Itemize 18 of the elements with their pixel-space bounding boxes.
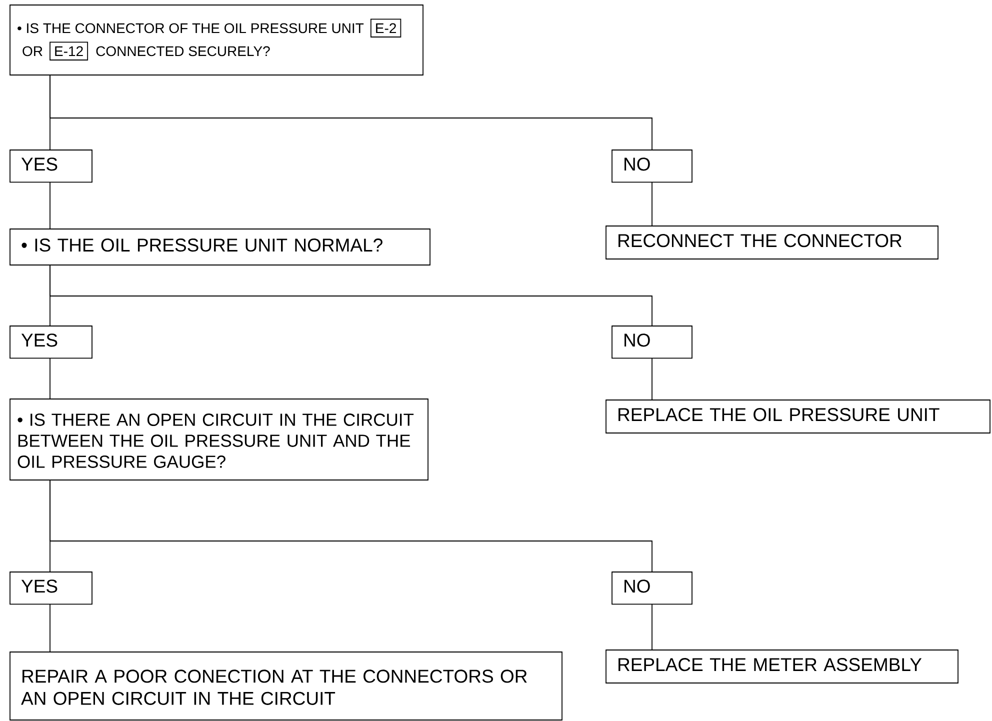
action-box: REPAIR A POOR CONECTION AT THE CONNECTORS OR AN OPEN CIRCUIT IN THE CIRCUIT xyxy=(10,652,562,720)
answer-box: YES xyxy=(10,326,92,359)
answer-box: YES xyxy=(10,572,92,605)
answer-box: YES xyxy=(10,150,92,183)
connector-line xyxy=(50,74,652,150)
connector-line xyxy=(50,480,652,572)
action-box: REPLACE THE OIL PRESSURE UNIT xyxy=(606,400,990,434)
answer-box: NO xyxy=(612,326,692,359)
question-box: • IS THERE AN OPEN CIRCUIT IN THE CIRCUIT BETWEEN THE OIL PRESSURE UNIT AND THE OIL PRESSURE GAUGE? xyxy=(10,398,428,480)
answer-box: NO xyxy=(612,572,692,605)
connector-line xyxy=(50,264,652,326)
action-box: RECONNECT THE CONNECTOR xyxy=(606,226,938,260)
reference-box: E-12 xyxy=(50,42,88,60)
reference-box: E-2 xyxy=(370,18,402,38)
action-box: REPLACE THE METER ASSEMBLY xyxy=(606,650,958,684)
answer-box: NO xyxy=(612,150,692,183)
question-text: CONNECTED SECURELY? xyxy=(96,46,270,56)
question-box: • IS THE OIL PRESSURE UNIT NORMAL? xyxy=(10,228,430,266)
